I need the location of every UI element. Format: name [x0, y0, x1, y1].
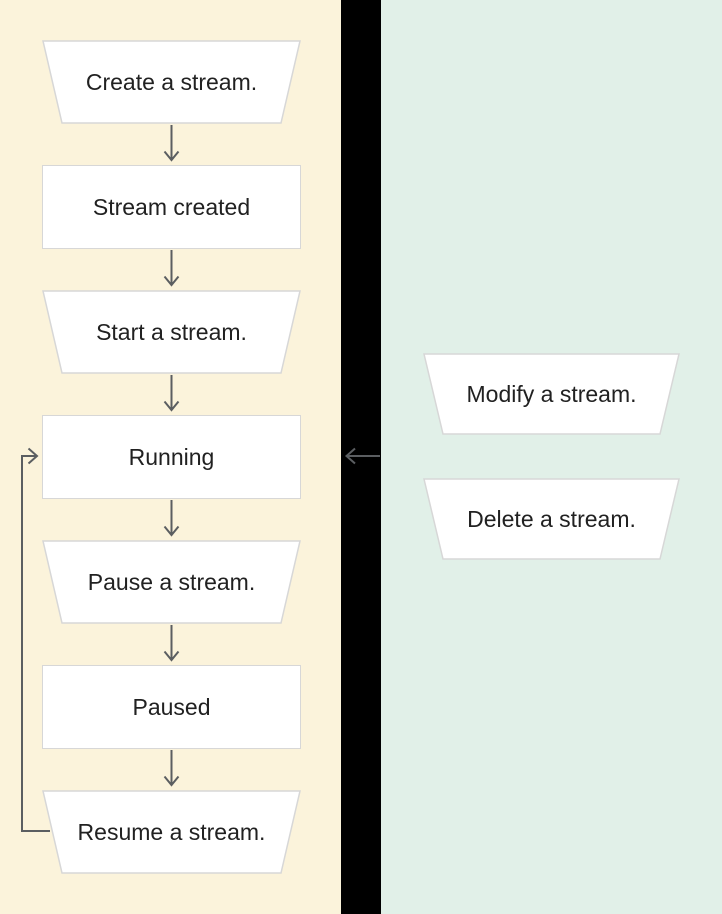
node-running: Running: [42, 415, 301, 499]
node-label: Modify a stream.: [466, 380, 637, 407]
trapezoid-shape: [42, 40, 301, 124]
node-label: Paused: [132, 693, 211, 720]
node-label: Start a stream.: [96, 318, 247, 345]
trapezoid-shape: [42, 290, 301, 374]
node-start-stream: Start a stream.: [42, 290, 301, 374]
node-create-stream: Create a stream.: [42, 40, 301, 124]
node-resume-stream: Resume a stream.: [42, 790, 301, 874]
node-label: Running: [128, 443, 215, 470]
node-label: Create a stream.: [85, 68, 258, 95]
node-label: Stream created: [92, 193, 251, 220]
trapezoid-shape: [42, 790, 301, 874]
node-delete-stream: Delete a stream.: [423, 478, 680, 560]
node-label: Resume a stream.: [77, 818, 266, 845]
node-paused: Paused: [42, 665, 301, 749]
arrow-actions-to-running: [344, 447, 380, 465]
node-modify-stream: Modify a stream.: [423, 353, 680, 435]
trapezoid-shape: [423, 478, 680, 560]
trapezoid-shape: [423, 353, 680, 435]
node-label: Delete a stream.: [467, 505, 636, 532]
node-stream-created: Stream created: [42, 165, 301, 249]
node-label: Pause a stream.: [87, 568, 256, 595]
actions-panel: [381, 0, 722, 914]
trapezoid-shape: [42, 540, 301, 624]
node-pause-stream: Pause a stream.: [42, 540, 301, 624]
